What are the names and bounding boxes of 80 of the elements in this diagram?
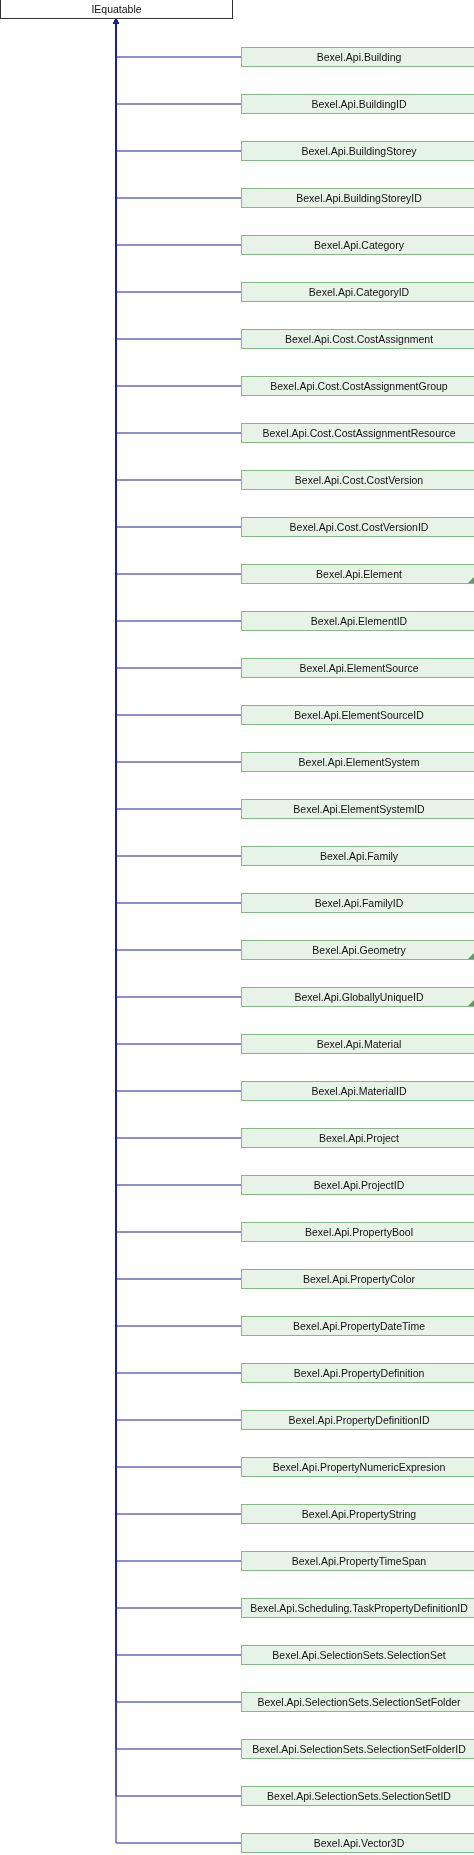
class-box	[241, 799, 474, 819]
class-box	[241, 893, 474, 913]
class-name: Bexel.Api.SelectionSets.SelectionSet	[272, 1649, 446, 1661]
class-box	[241, 1645, 474, 1665]
class-name: Bexel.Api.Cost.CostAssignment	[284, 333, 434, 345]
class-box	[241, 940, 474, 960]
class-box	[241, 564, 474, 584]
class-name: Bexel.Api.Geometry	[312, 944, 406, 956]
class-name: Bexel.Api.PropertyDefinitionID	[288, 1414, 430, 1426]
class-box	[241, 1833, 474, 1853]
class-box	[241, 705, 474, 725]
class-name: Bexel.Api.SelectionSets.SelectionSetFolderID	[252, 1743, 466, 1755]
class-box	[241, 1786, 474, 1806]
class-name: Bexel.Api.Cost.CostAssignmentGroup	[270, 380, 448, 392]
class-box	[241, 517, 474, 537]
class-box	[241, 1598, 474, 1618]
class-name: Bexel.Api.PropertyDefinition	[293, 1367, 425, 1379]
class-name: Bexel.Api.PropertyDateTime	[292, 1320, 426, 1332]
class-box	[241, 1175, 474, 1195]
class-name: Bexel.Api.PropertyBool	[305, 1226, 413, 1238]
class-name: Bexel.Api.Element	[316, 568, 402, 580]
class-box	[241, 987, 474, 1007]
class-name: Bexel.Api.MaterialID	[311, 1085, 407, 1097]
class-name: Bexel.Api.Family	[319, 850, 399, 862]
class-box	[241, 1222, 474, 1242]
class-box	[241, 1269, 474, 1289]
class-box	[241, 94, 474, 114]
class-name: Bexel.Api.CategoryID	[308, 286, 410, 298]
class-name: Bexel.Api.PropertyTimeSpan	[291, 1555, 427, 1567]
class-box	[241, 188, 474, 208]
class-box	[241, 329, 474, 349]
class-name: Bexel.Api.ElementSystem	[298, 756, 420, 768]
class-box	[241, 1457, 474, 1477]
class-box	[241, 423, 474, 443]
class-name: Bexel.Api.SelectionSets.SelectionSetFolder	[257, 1696, 461, 1708]
class-box	[241, 1692, 474, 1712]
class-box	[241, 1081, 474, 1101]
class-name: Bexel.Api.PropertyColor	[302, 1273, 416, 1285]
class-name: Bexel.Api.PropertyString	[301, 1508, 417, 1520]
class-box	[241, 611, 474, 631]
class-box	[241, 47, 474, 67]
class-name: Bexel.Api.ElementSystemID	[293, 803, 425, 815]
class-name: Bexel.Api.BuildingID	[311, 98, 407, 110]
class-box	[241, 1504, 474, 1524]
class-name: Bexel.Api.FamilyID	[314, 897, 404, 909]
class-box	[241, 470, 474, 490]
class-box	[241, 1551, 474, 1571]
class-box	[241, 1316, 474, 1336]
class-name: Bexel.Api.Scheduling.TaskPropertyDefinitionID	[250, 1602, 468, 1614]
class-name: Bexel.Api.Material	[316, 1038, 402, 1050]
class-name: Bexel.Api.ElementSourceID	[294, 709, 424, 721]
class-box	[241, 1128, 474, 1148]
class-box	[241, 141, 474, 161]
class-name: Bexel.Api.BuildingStoreyID	[296, 192, 422, 204]
class-name: Bexel.Api.ElementID	[310, 615, 408, 627]
class-box	[241, 376, 474, 396]
class-name: Bexel.Api.GloballyUniqueID	[294, 991, 424, 1003]
class-box	[241, 235, 474, 255]
class-box	[241, 1034, 474, 1054]
class-box	[241, 1739, 474, 1759]
class-box	[0, 0, 233, 19]
class-name: Bexel.Api.ProjectID	[313, 1179, 405, 1191]
class-name: Bexel.Api.Category	[314, 239, 404, 251]
class-name: Bexel.Api.Vector3D	[313, 1837, 405, 1849]
class-box	[241, 282, 474, 302]
class-name: Bexel.Api.PropertyNumericExpresion	[272, 1461, 446, 1473]
class-name: Bexel.Api.Cost.CostAssignmentResource	[262, 427, 456, 439]
class-name: Bexel.Api.SelectionSets.SelectionSetID	[267, 1790, 451, 1802]
class-box	[241, 1363, 474, 1383]
class-name: Bexel.Api.Building	[316, 51, 402, 63]
class-box	[241, 1410, 474, 1430]
class-box	[241, 846, 474, 866]
class-name: Bexel.Api.Cost.CostVersion	[294, 474, 424, 486]
class-name: IEquatable	[91, 3, 142, 15]
class-name: Bexel.Api.ElementSource	[299, 662, 419, 674]
class-name: Bexel.Api.BuildingStorey	[301, 145, 417, 157]
class-name: Bexel.Api.Cost.CostVersionID	[289, 521, 429, 533]
class-box	[241, 752, 474, 772]
class-box	[241, 658, 474, 678]
class-name: Bexel.Api.Project	[319, 1132, 399, 1144]
